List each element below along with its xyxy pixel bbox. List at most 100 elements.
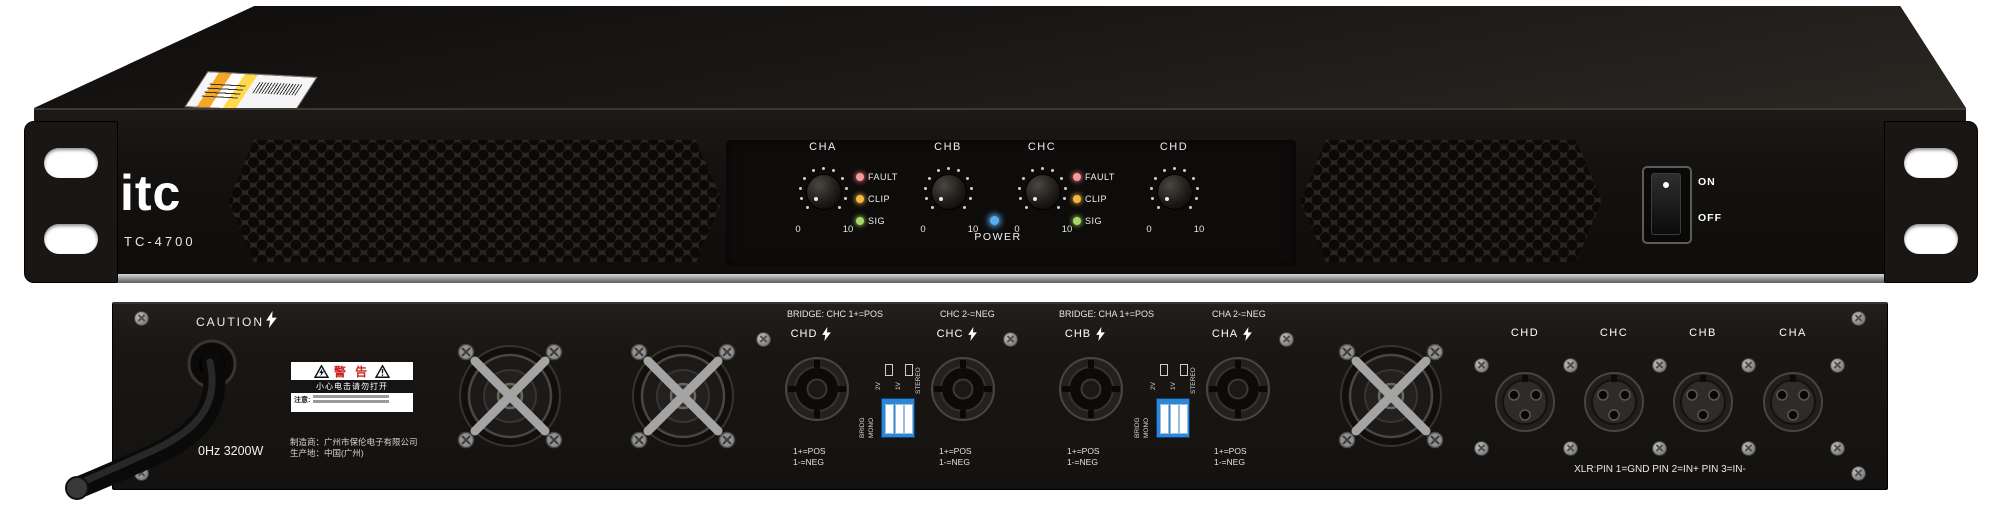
rack-ear-right (1884, 121, 1978, 283)
bridge-label: CHA 2-=NEG (1212, 309, 1266, 319)
led-label: FAULT (868, 172, 898, 182)
knob-min-label: 0 (920, 224, 926, 235)
screw-icon (1279, 332, 1294, 347)
clip-led-icon (856, 195, 864, 203)
signal-led-icon (1073, 217, 1081, 225)
knob-max-label: 10 (1061, 224, 1073, 235)
xlr-label-chc: CHC (1599, 327, 1629, 339)
speakon-connector-chd (785, 357, 849, 421)
knob-max-label: 10 (1193, 224, 1205, 235)
speakon-connector-chc (931, 357, 995, 421)
dip-label-mono: MONO (868, 417, 875, 438)
rack-ear-left (24, 121, 118, 283)
gain-knob-chd[interactable] (1157, 174, 1193, 210)
rocker-button[interactable] (1651, 173, 1681, 235)
warning-label: 警 告 小心电击请勿打开 注意: (289, 360, 415, 414)
dip-label-stereo: STEREO (915, 367, 922, 394)
switch-on-label: ON (1698, 176, 1716, 188)
channel-chc: CHC 0 10 (1008, 141, 1076, 241)
mounting-hole (44, 224, 98, 254)
screw-icon (1003, 332, 1018, 347)
channel-chd: CHD 0 10 (1140, 141, 1208, 241)
mounting-hole (1904, 148, 1958, 178)
fault-led-icon (1073, 173, 1081, 181)
led-label: CLIP (868, 194, 891, 204)
screw-icon (1338, 343, 1444, 449)
knob-min-label: 0 (1014, 224, 1020, 235)
speakon-connector-chb (1059, 357, 1123, 421)
fault-led-icon (856, 173, 864, 181)
dip-label-mono: MONO (1143, 417, 1150, 438)
speakon-label-chc: CHC (915, 327, 999, 341)
mounting-hole (44, 148, 98, 178)
warning-title: 警 告 (333, 364, 371, 379)
warning-fine-print (313, 395, 390, 405)
signal-led-icon (856, 217, 864, 225)
dip-switch-block[interactable] (1156, 398, 1190, 438)
power-led-icon (990, 216, 999, 225)
warning-subtitle: 小心电击请勿打开 (291, 380, 413, 393)
screw-icon (1563, 441, 1578, 456)
screw-icon (1830, 358, 1845, 373)
dip-toggle[interactable] (1160, 404, 1169, 434)
gain-knob-chc[interactable] (1025, 174, 1061, 210)
screw-icon (1851, 466, 1866, 481)
screw-icon (1474, 358, 1489, 373)
screw-icon (1563, 358, 1578, 373)
brand-logo: itc (120, 165, 182, 221)
ventilation-grille-right (1300, 140, 1602, 262)
dip-legend-box (1160, 364, 1168, 376)
warning-triangle-exclamation-icon (375, 364, 391, 378)
speakon-label-chd: CHD (769, 327, 853, 341)
led-indicators-ab: FAULT CLIP SIG (856, 166, 918, 232)
dip-switch-block[interactable] (881, 398, 915, 438)
channel-label: CHB (934, 141, 962, 153)
gain-knob-cha[interactable] (806, 174, 842, 210)
dip-toggle[interactable] (885, 404, 894, 434)
gain-knob-chb[interactable] (931, 174, 967, 210)
dip-toggle[interactable] (904, 404, 913, 434)
dip-label-2v: 2V (875, 382, 882, 390)
power-cord (65, 339, 237, 500)
lightning-icon (968, 327, 978, 341)
knob-max-label: 10 (842, 224, 854, 235)
caution-label: CAUTION (196, 315, 264, 329)
knob-min-label: 0 (795, 224, 801, 235)
bridge-label: CHC 2-=NEG (940, 309, 995, 319)
mode-dip-switch[interactable]: 2V 1V STEREO BRIDG MONO (1132, 360, 1208, 440)
led-label: FAULT (1085, 172, 1115, 182)
speakon-label-chb: CHB (1043, 327, 1127, 341)
screw-icon (1741, 441, 1756, 456)
screw-icon (1474, 441, 1489, 456)
mounting-hole (1904, 224, 1958, 254)
dip-label-bridge: BRIDG (859, 417, 866, 438)
bridge-label: BRIDGE: CHC 1+=POS (787, 309, 884, 319)
mode-dip-switch[interactable]: 2V 1V STEREO BRIDG MONO (857, 360, 933, 440)
lightning-icon (1243, 327, 1252, 341)
led-indicators-cd: FAULT CLIP SIG (1073, 166, 1135, 232)
dip-toggle[interactable] (1169, 404, 1179, 434)
channel-chb: CHB 0 10 (914, 141, 982, 241)
power-switch[interactable] (1642, 166, 1692, 244)
rocker-dot-icon (1663, 182, 1669, 188)
cooling-fan-icon (630, 343, 736, 449)
front-bottom-trim (34, 274, 1966, 283)
knob-min-label: 0 (1146, 224, 1152, 235)
speakon-connector-cha (1206, 357, 1270, 421)
lightning-icon (822, 327, 832, 341)
dip-label-2v: 2V (1150, 382, 1157, 390)
dip-toggle[interactable] (1179, 404, 1188, 434)
xlr-connector-chd (1495, 372, 1555, 432)
power-rating-label: 0Hz 3200W (198, 444, 264, 458)
dip-label-bridge: BRIDG (1134, 417, 1141, 438)
xlr-connector-chb (1673, 372, 1733, 432)
dip-toggle[interactable] (894, 404, 904, 434)
power-label: POWER (974, 231, 1022, 243)
xlr-pinout-note: XLR:PIN 1=GND PIN 2=IN+ PIN 3=IN- (1574, 464, 1746, 475)
warning-note: 注意: (294, 397, 311, 404)
screw-icon (1652, 358, 1667, 373)
